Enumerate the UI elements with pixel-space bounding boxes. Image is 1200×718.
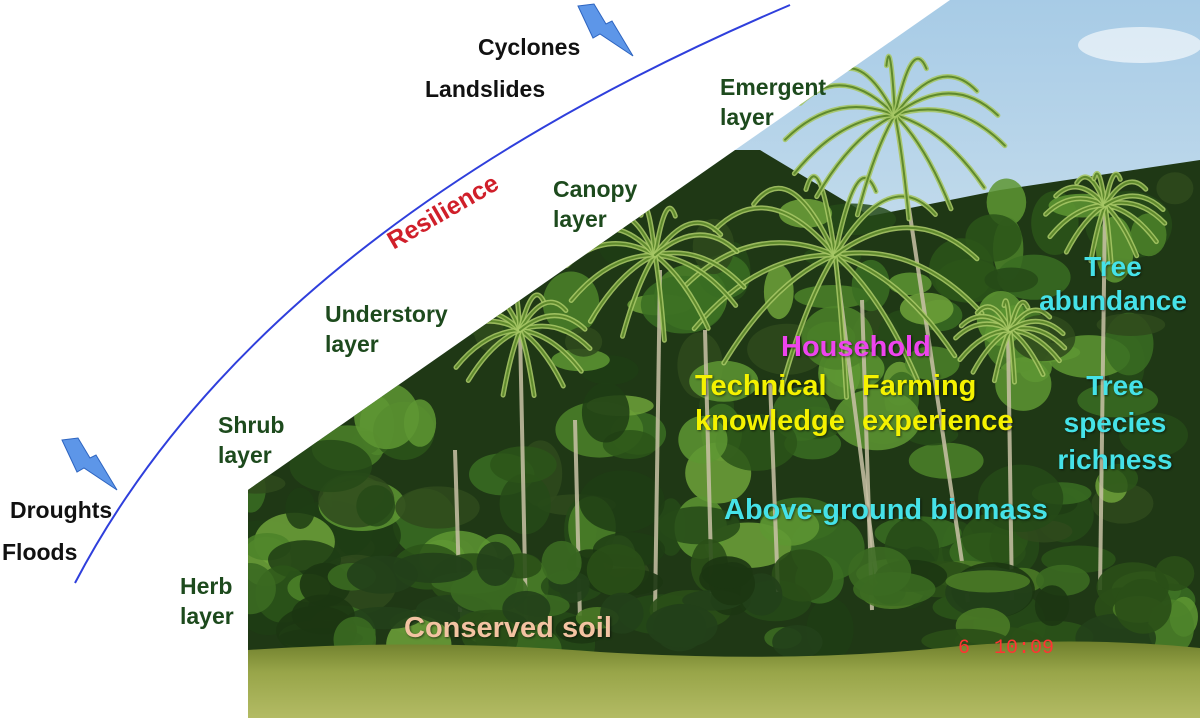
herb-layer-label: Herb layer	[180, 571, 234, 631]
landslides-label: Landslides	[425, 74, 545, 104]
label-line: layer	[325, 329, 448, 359]
tree-abundance-label: Tree abundance	[1033, 250, 1193, 318]
undergrowth-blob	[587, 544, 645, 596]
understory-layer-label: Understory layer	[325, 299, 448, 359]
label-line: layer	[218, 440, 284, 470]
above-ground-biomass-label: Above-ground biomass	[724, 493, 1048, 528]
label-line: knowledge	[695, 404, 845, 439]
undergrowth-blob	[1035, 585, 1069, 626]
photo-timestamp: 6 10:09	[958, 637, 1054, 661]
canopy-blob	[852, 260, 890, 311]
canopy-blob	[985, 268, 1039, 293]
cyclones-label: Cyclones	[478, 32, 580, 62]
canopy-blob	[290, 440, 372, 492]
undergrowth-blob	[701, 556, 752, 588]
canopy-blob	[582, 383, 630, 443]
label-line: layer	[180, 601, 234, 631]
label-line: Technical	[695, 369, 845, 404]
canopy-blob	[356, 485, 395, 526]
label-line: Emergent	[720, 72, 826, 102]
tree-species-richness-label: Tree species richness	[1045, 367, 1185, 478]
canopy-blob	[579, 470, 665, 532]
label-line: Herb	[180, 571, 234, 601]
label-line: Understory	[325, 299, 448, 329]
canopy-blob	[1156, 172, 1193, 204]
undergrowth-blob	[542, 541, 582, 585]
label-line: Tree	[1033, 250, 1193, 284]
canopy-blob	[404, 399, 436, 446]
canopy-blob	[227, 474, 285, 494]
lightning-icon	[62, 438, 117, 490]
lightning-icon	[578, 4, 633, 56]
undergrowth-blob	[347, 556, 418, 594]
label-line: Canopy	[553, 174, 637, 204]
canopy-layer-label: Canopy layer	[553, 174, 637, 234]
undergrowth-blob	[476, 542, 514, 586]
undergrowth-blob	[848, 547, 911, 596]
undergrowth-blob	[1155, 556, 1194, 591]
droughts-label: Droughts	[10, 495, 112, 525]
shrub-layer-label: Shrub layer	[218, 410, 284, 470]
undergrowth-blob	[946, 570, 1030, 592]
label-line: layer	[720, 102, 826, 132]
label-line: Tree	[1045, 367, 1185, 404]
label-line: Farming	[862, 369, 1014, 404]
technical-knowledge-label: Technical knowledge	[695, 369, 845, 439]
photo-cloud	[1078, 27, 1200, 63]
label-line: species	[1045, 404, 1185, 441]
conserved-soil-label: Conserved soil	[404, 611, 612, 646]
canopy-blob	[888, 273, 931, 296]
label-line: experience	[862, 404, 1014, 439]
undergrowth-blob	[772, 625, 822, 659]
canopy-blob	[395, 486, 479, 528]
farming-experience-label: Farming experience	[862, 369, 1014, 439]
undergrowth-blob	[646, 604, 717, 647]
label-line: abundance	[1033, 284, 1193, 318]
label-line: Shrub	[218, 410, 284, 440]
floods-label: Floods	[2, 537, 77, 567]
emergent-layer-label: Emergent layer	[720, 72, 826, 132]
label-line: layer	[553, 204, 637, 234]
label-line: richness	[1045, 441, 1185, 478]
household-label: Household	[781, 330, 931, 365]
canopy-blob	[285, 488, 315, 529]
